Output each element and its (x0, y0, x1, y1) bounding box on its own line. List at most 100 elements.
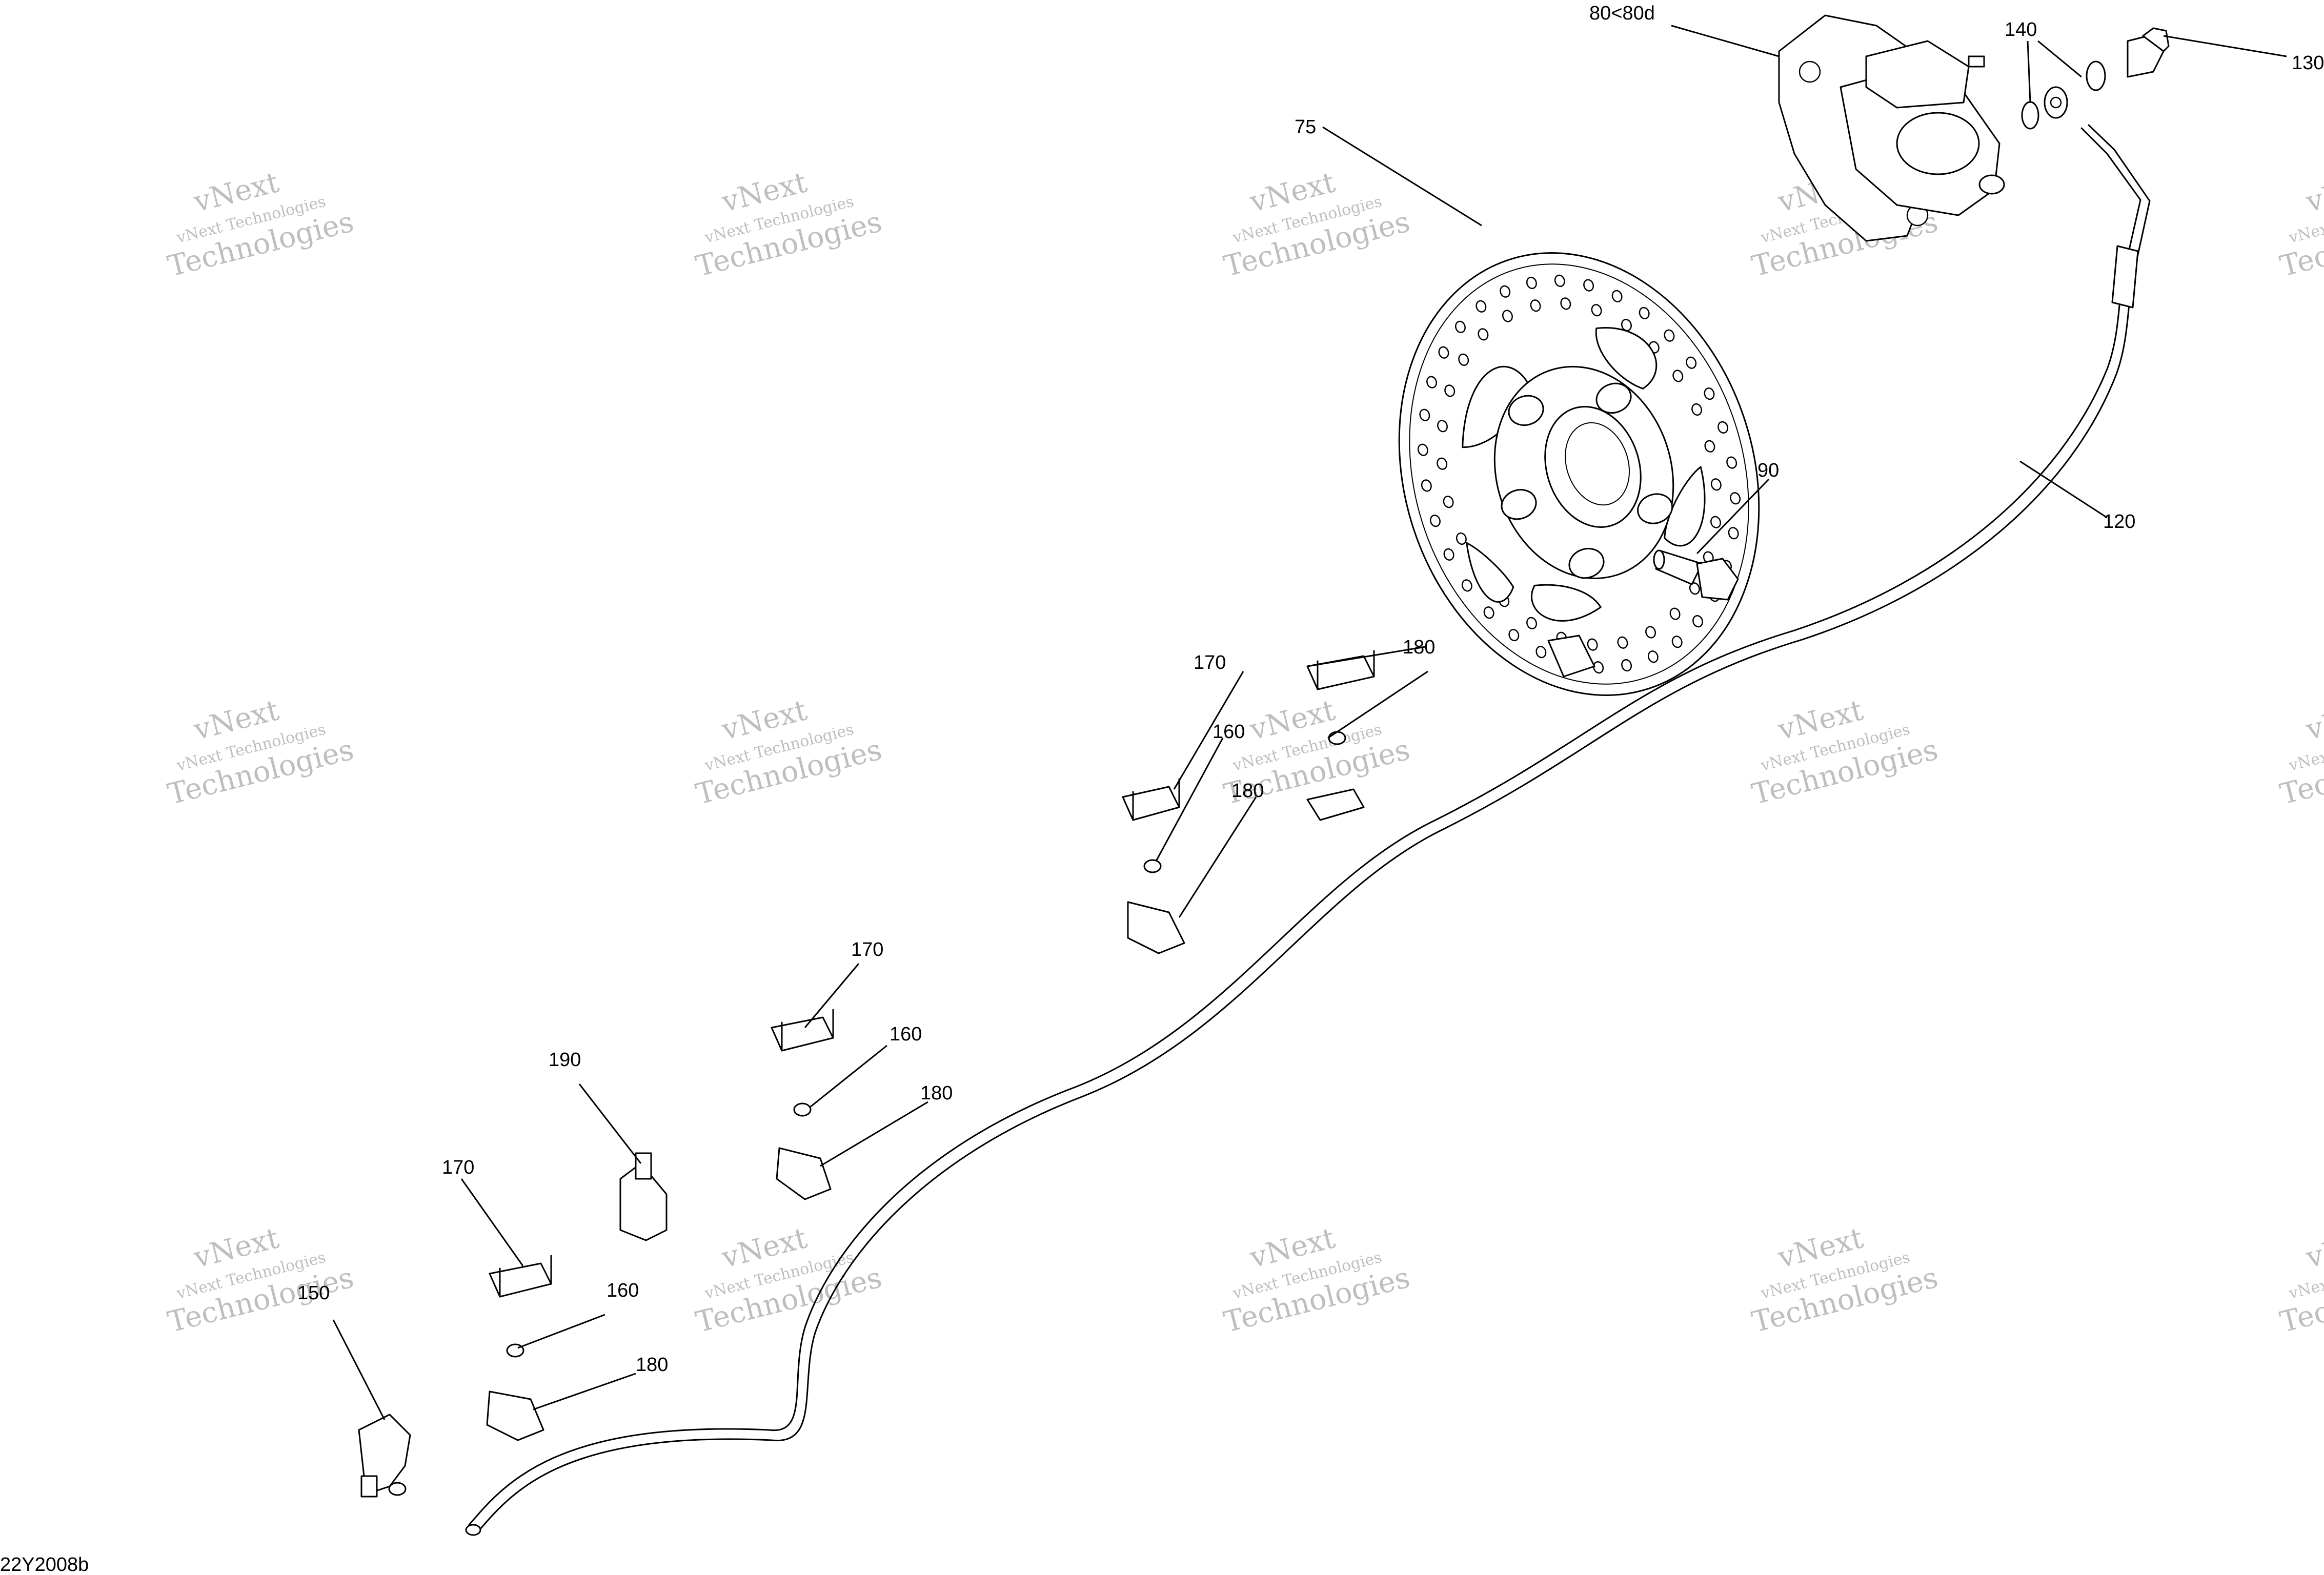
disc-vent-hole (1710, 478, 1722, 491)
clamp-150[interactable] (358, 1414, 411, 1498)
disc-vent-hole (1508, 628, 1520, 642)
disc-vent-hole (1669, 607, 1681, 620)
hose-guide-180[interactable] (486, 635, 1595, 1441)
brake-hose[interactable] (465, 124, 2151, 1536)
disc-vent-hole (1530, 299, 1541, 312)
disc-vent-hole (1417, 443, 1428, 456)
callout-150: 150 (297, 1282, 330, 1304)
disc-vent-hole (1591, 304, 1602, 317)
banjo-fitting[interactable] (2044, 86, 2068, 119)
disc-vent-hole (1593, 661, 1604, 674)
disc-vent-hole (1647, 650, 1659, 663)
disc-vent-hole (1500, 285, 1511, 298)
disc-vent-hole (1502, 310, 1513, 322)
disc-vent-hole (1438, 346, 1449, 359)
disc-vent-hole (1419, 408, 1430, 421)
disc-vent-hole (1444, 384, 1456, 397)
disc-vent-hole (1526, 617, 1537, 629)
callout-labels: 75 80<80d 90 120 130 140 150 160 160 160… (297, 3, 2324, 1376)
disc-vent-hole (1726, 456, 1737, 469)
disc-vent-hole (1483, 606, 1494, 619)
callout-170-b: 170 (851, 939, 883, 960)
leader-lines (332, 25, 2287, 1420)
callout-170-a: 170 (1194, 652, 1226, 673)
disc-vent-hole (1710, 516, 1721, 528)
disc-vent-hole (1476, 300, 1487, 313)
disc-vent-hole (1621, 659, 1632, 672)
hose-clip-170-middle-upper[interactable] (1122, 778, 1180, 821)
disc-vent-hole (1717, 421, 1729, 434)
disc-vent-hole (1458, 353, 1469, 366)
disc-bolt[interactable] (1653, 549, 1739, 601)
drawing-id: 22Y2008b (0, 1554, 89, 1575)
disc-vent-hole (1587, 638, 1598, 651)
callout-140: 140 (2005, 19, 2037, 40)
disc-vent-hole (1437, 420, 1448, 433)
watermark-line-1: vNext (2302, 693, 2324, 747)
disc-vent-hole (1692, 615, 1704, 628)
disc-vent-hole (1611, 290, 1623, 302)
disc-vent-hole (1535, 646, 1547, 659)
callout-180-c: 180 (920, 1082, 953, 1104)
disc-vent-hole (1583, 279, 1594, 292)
disc-vent-hole (1671, 636, 1683, 648)
nut-160[interactable] (506, 731, 1346, 1358)
disc-vent-hole (1456, 532, 1467, 545)
disc-vent-holes (1417, 274, 1741, 674)
disc-vent-hole (1645, 626, 1656, 639)
disc-vent-hole (1429, 515, 1441, 527)
disc-vent-hole (1437, 457, 1448, 470)
disc-vent-hole (1621, 319, 1632, 332)
hose-clip-170-lower[interactable] (489, 1255, 552, 1298)
disc-vent-hole (1454, 320, 1466, 333)
callout-90: 90 (1757, 460, 1779, 481)
callout-120: 120 (2103, 511, 2135, 533)
sealing-washers[interactable] (2021, 60, 2106, 130)
disc-vent-hole (1554, 274, 1565, 287)
disc-vent-hole (1704, 387, 1715, 400)
watermark-line-1: vNext (2302, 1221, 2324, 1275)
disc-vent-hole (1691, 403, 1703, 416)
disc-vent-hole (1730, 492, 1741, 505)
callout-75: 75 (1295, 116, 1316, 138)
disc-vent-hole (1704, 440, 1715, 453)
callout-180-a: 180 (1403, 637, 1435, 658)
callout-170-c: 170 (442, 1157, 474, 1178)
hose-clip-170-middle[interactable] (771, 1009, 834, 1052)
disc-vent-hole (1560, 297, 1571, 310)
callout-160-a: 160 (1212, 721, 1245, 743)
brake-disc[interactable] (1344, 206, 1815, 742)
disc-vent-hole (1639, 306, 1650, 320)
callout-180-d: 180 (636, 1354, 668, 1376)
callout-80: 80<80d (1589, 3, 1655, 24)
callout-160-b: 160 (890, 1024, 922, 1045)
disc-vent-hole (1461, 579, 1472, 592)
disc-vent-hole (1686, 356, 1697, 369)
disc-vent-hole (1426, 376, 1437, 388)
callout-180-b: 180 (1231, 780, 1264, 802)
disc-hub-bolts (1501, 382, 1673, 579)
disc-vent-hole (1443, 496, 1454, 508)
callout-130: 130 (2292, 52, 2324, 74)
disc-vent-hole (1664, 329, 1675, 342)
hose-clamp-190[interactable] (619, 1152, 668, 1241)
banjo-bolt[interactable] (2127, 27, 2170, 78)
disc-vent-hole (1421, 479, 1432, 492)
disc-vent-hole (1672, 370, 1684, 382)
brake-caliper[interactable] (1778, 14, 2005, 242)
callout-160-c: 160 (607, 1280, 639, 1301)
disc-vent-hole (1617, 636, 1628, 649)
